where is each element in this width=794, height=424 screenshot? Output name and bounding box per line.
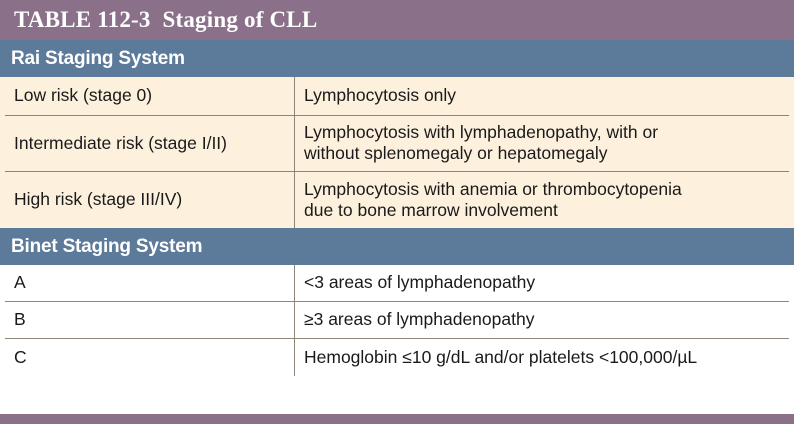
table-row: Low risk (stage 0) Lymphocytosis only (5, 77, 789, 116)
row-value: Lymphocytosis with anemia or thrombocyto… (304, 179, 682, 220)
table-title: TABLE 112-3 Staging of CLL (14, 7, 318, 32)
rai-section-body: Low risk (stage 0) Lymphocytosis only In… (0, 77, 794, 228)
row-value: Lymphocytosis with lymphadenopathy, with… (304, 122, 658, 163)
section-header-rai-label: Rai Staging System (11, 47, 185, 69)
row-label: Low risk (stage 0) (14, 85, 153, 106)
row-value: ≥3 areas of lymphadenopathy (304, 309, 535, 330)
section-header-binet: Binet Staging System (0, 228, 794, 265)
row-label: B (14, 309, 26, 330)
table-title-bar: TABLE 112-3 Staging of CLL (0, 0, 794, 40)
row-value-line-1: Lymphocytosis with lymphadenopathy, with… (304, 122, 659, 143)
table-row: C Hemoglobin ≤10 g/dL and/or platelets <… (5, 339, 789, 376)
table-row: B ≥3 areas of lymphadenopathy (5, 302, 789, 339)
section-header-rai: Rai Staging System (0, 40, 794, 77)
table-row: A <3 areas of lymphadenopathy (5, 265, 789, 302)
row-value-cell: Lymphocytosis with lymphadenopathy, with… (295, 116, 789, 171)
table-row: Intermediate risk (stage I/II) Lymphocyt… (5, 116, 789, 172)
row-value-line-1: Lymphocytosis with anemia or thrombocyto… (304, 178, 682, 199)
row-value-cell: Hemoglobin ≤10 g/dL and/or platelets <10… (295, 339, 789, 376)
row-label-cell: Intermediate risk (stage I/II) (5, 116, 295, 171)
row-label: High risk (stage III/IV) (14, 189, 183, 210)
binet-section-body: A <3 areas of lymphadenopathy B ≥3 areas… (0, 265, 794, 376)
row-label-cell: C (5, 339, 295, 376)
row-label-cell: A (5, 265, 295, 301)
row-value: Hemoglobin ≤10 g/dL and/or platelets <10… (304, 346, 698, 367)
bottom-rule (0, 414, 794, 424)
row-value-line-2: without splenomegaly or hepatomegaly (304, 143, 608, 163)
row-value-cell: ≥3 areas of lymphadenopathy (295, 302, 789, 338)
row-label: Intermediate risk (stage I/II) (14, 132, 227, 153)
row-value-cell: <3 areas of lymphadenopathy (295, 265, 789, 301)
row-label: A (14, 272, 26, 293)
bottom-spacer (0, 376, 794, 414)
section-header-binet-label: Binet Staging System (11, 235, 203, 257)
row-value-cell: Lymphocytosis only (295, 77, 789, 115)
table-row: High risk (stage III/IV) Lymphocytosis w… (5, 172, 789, 228)
row-label-cell: Low risk (stage 0) (5, 77, 295, 115)
row-label-cell: High risk (stage III/IV) (5, 172, 295, 228)
row-value: <3 areas of lymphadenopathy (304, 272, 536, 293)
row-value-cell: Lymphocytosis with anemia or thrombocyto… (295, 172, 789, 228)
row-value-line-2: due to bone marrow involvement (304, 199, 558, 220)
row-label: C (14, 346, 27, 367)
row-label-cell: B (5, 302, 295, 338)
row-value: Lymphocytosis only (304, 85, 457, 106)
